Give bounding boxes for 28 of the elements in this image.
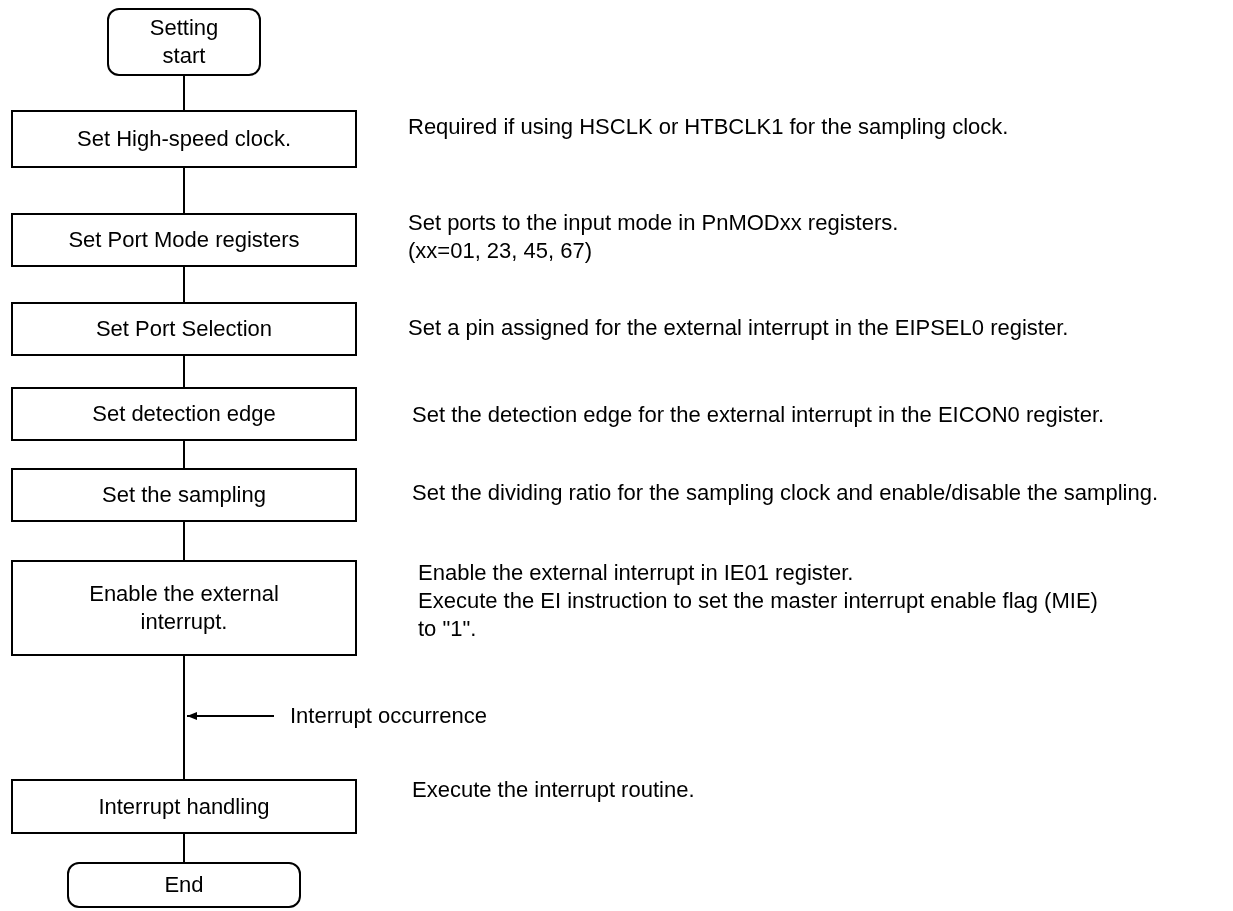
note-text: Set the detection edge for the external interrupt in the EICON0 register. (412, 401, 1105, 429)
note-text: (xx=01, 23, 45, 67) (408, 237, 593, 265)
connector-line (183, 655, 185, 780)
arrow (186, 712, 275, 720)
note-text: Set a pin assigned for the external interrupt in the EIPSEL0 register. (408, 314, 1069, 342)
process-box: Enable the external interrupt. (11, 560, 357, 656)
connector-line (183, 75, 185, 111)
note-text: Enable the external interrupt in IE01 register. (418, 559, 854, 587)
connector-line (183, 833, 185, 863)
note-text: Set ports to the input mode in PnMODxx registers. (408, 209, 899, 237)
note-text: Required if using HSCLK or HTBCLK1 for the sampling clock. (408, 113, 1009, 141)
connector-line (183, 167, 185, 214)
process-box: Set Port Mode registers (11, 213, 357, 267)
connector-line (183, 355, 185, 388)
process-box: Set detection edge (11, 387, 357, 441)
connector-line (183, 440, 185, 469)
note-text: Set the dividing ratio for the sampling clock and enable/disable the sampling. (412, 479, 1158, 507)
event-label: Interrupt occurrence (290, 701, 530, 731)
connector-line (183, 266, 185, 303)
connector-line (183, 521, 185, 561)
terminal-box: Setting start (107, 8, 261, 76)
terminal-box: End (67, 862, 301, 908)
process-box: Set High-speed clock. (11, 110, 357, 168)
note-text: Execute the interrupt routine. (412, 776, 695, 804)
process-box: Interrupt handling (11, 779, 357, 834)
process-box: Set Port Selection (11, 302, 357, 356)
note-text: Execute the EI instruction to set the master interrupt enable flag (MIE) to "1". (418, 587, 1099, 643)
process-box: Set the sampling (11, 468, 357, 522)
